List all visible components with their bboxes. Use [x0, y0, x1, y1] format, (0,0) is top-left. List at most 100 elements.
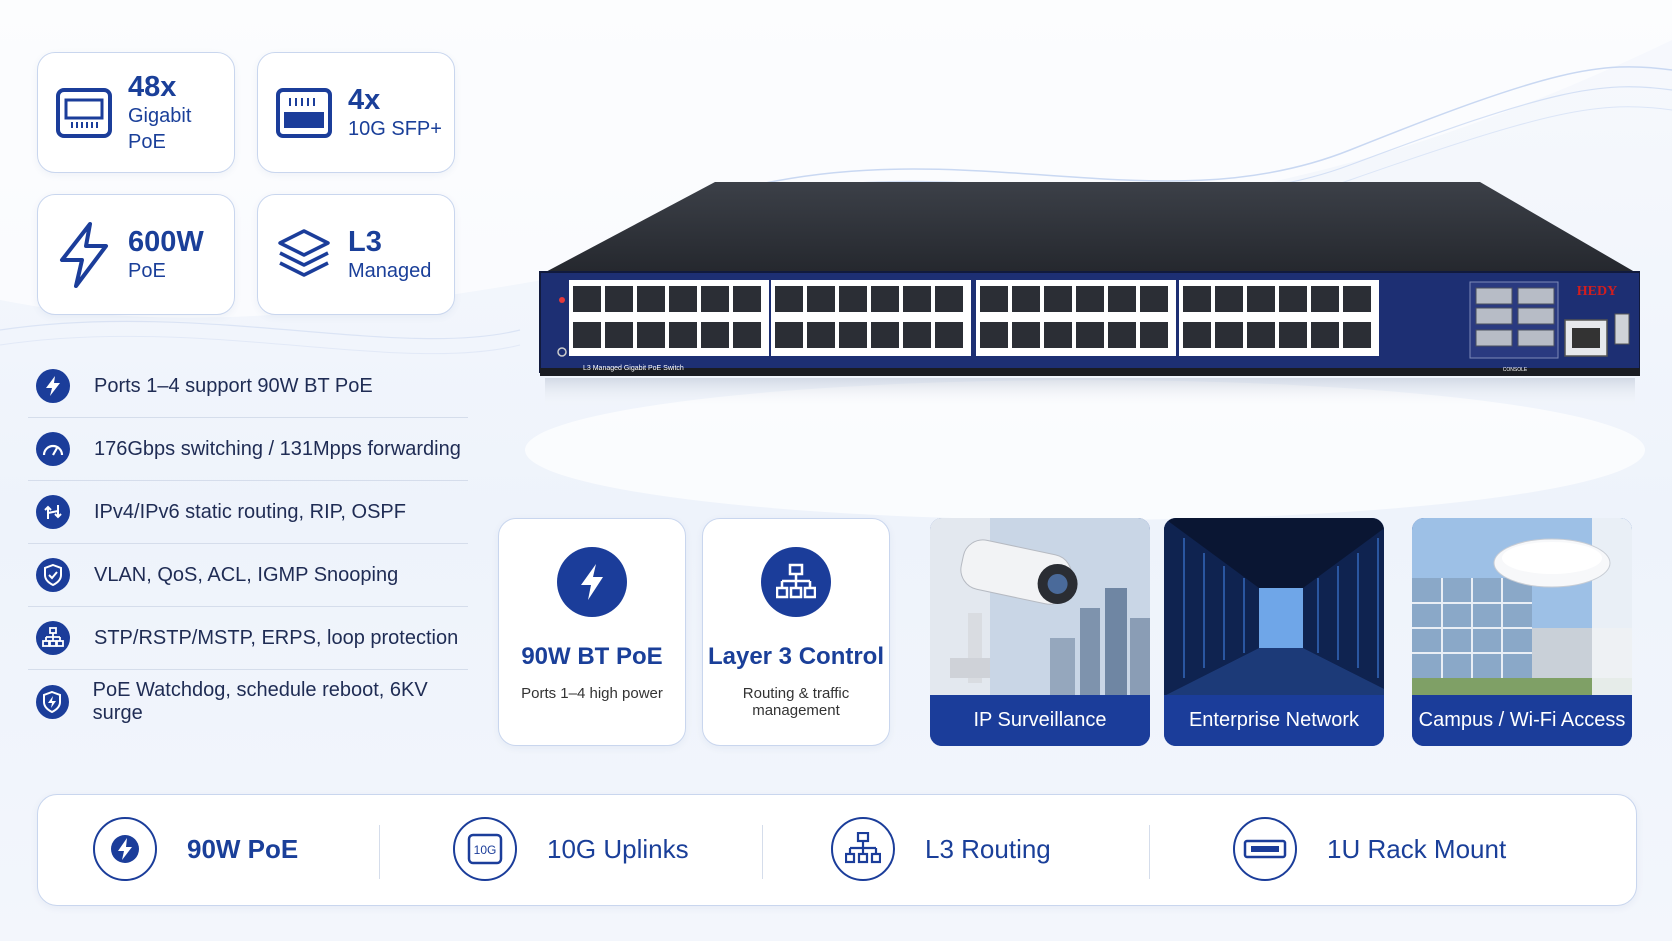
ethernet-port — [775, 286, 803, 312]
ethernet-port — [701, 286, 729, 312]
spec-value: 48x — [128, 70, 177, 103]
ethernet-port — [980, 322, 1008, 348]
lightning-icon — [557, 547, 627, 617]
ethernet-port — [1076, 322, 1104, 348]
feature-label: Ports 1–4 support 90W BT PoE — [94, 374, 373, 397]
ethernet-port — [1012, 286, 1040, 312]
brand-logo: HEDY — [1577, 284, 1617, 299]
spec-label: Gigabit PoE — [128, 104, 192, 153]
spec-label: PoE — [128, 259, 166, 282]
ethernet-port — [1183, 286, 1211, 312]
ethernet-port — [871, 322, 899, 348]
highlight-subtitle: Ports 1–4 high power — [521, 685, 663, 702]
ethernet-port — [573, 286, 601, 312]
feature-label: PoE Watchdog, schedule reboot, 6KV surge — [92, 678, 428, 724]
data-center-photo — [1164, 518, 1384, 696]
highlight-subtitle: Routing & traffic management — [742, 685, 850, 719]
ethernet-port — [733, 286, 761, 312]
ethernet-port — [871, 286, 899, 312]
ethernet-port — [1215, 286, 1243, 312]
ethernet-port — [903, 322, 931, 348]
app-card-surveillance: IP Surveillance — [930, 518, 1150, 746]
ethernet-port — [775, 322, 803, 348]
ethernet-port — [1140, 322, 1168, 348]
bottom-feature-bar: 90W PoE 10G 10G Uplinks L3 Routing 1U Ra… — [37, 794, 1637, 906]
lightning-icon — [36, 369, 70, 403]
ethernet-port — [1076, 286, 1104, 312]
highlight-title: 90W BT PoE — [521, 643, 663, 670]
list-item: STP/RSTP/MSTP, ERPS, loop protection — [28, 607, 468, 670]
ethernet-port — [935, 322, 963, 348]
spec-card-layer: L3 Managed — [257, 194, 455, 315]
shield-bolt-icon — [36, 684, 69, 719]
console-label: CONSOLE — [1503, 367, 1528, 373]
ethernet-port — [637, 286, 665, 312]
spec-card-sfp: 4x 10G SFP+ — [257, 52, 455, 173]
feature-list: Ports 1–4 support 90W BT PoE 176Gbps swi… — [28, 355, 468, 733]
ethernet-port — [1311, 322, 1339, 348]
spec-card-power: 600W PoE — [37, 194, 235, 315]
app-card-campus: Campus / Wi-Fi Access — [1412, 518, 1632, 746]
list-item: VLAN, QoS, ACL, IGMP Snooping — [28, 544, 468, 607]
ethernet-port — [637, 322, 665, 348]
network-tree-icon — [36, 621, 70, 655]
feature-label: IPv4/IPv6 static routing, RIP, OSPF — [94, 500, 406, 523]
campus-access-point-photo — [1412, 518, 1632, 696]
ethernet-port — [807, 286, 835, 312]
ethernet-port — [1108, 286, 1136, 312]
divider — [379, 825, 380, 879]
app-caption: IP Surveillance — [930, 695, 1150, 746]
ethernet-port — [669, 322, 697, 348]
bottom-label: 1U Rack Mount — [1327, 833, 1507, 864]
ethernet-port — [807, 322, 835, 348]
rack-unit-icon — [1233, 817, 1297, 881]
shield-check-icon — [36, 558, 70, 592]
ethernet-port — [1108, 322, 1136, 348]
spec-label: 10G SFP+ — [348, 117, 442, 140]
ethernet-port — [733, 322, 761, 348]
bottom-label: 10G Uplinks — [547, 833, 689, 864]
divider — [762, 825, 763, 879]
ethernet-port — [1044, 322, 1072, 348]
feature-label: STP/RSTP/MSTP, ERPS, loop protection — [94, 626, 459, 649]
speedometer-icon — [36, 432, 70, 466]
bottom-label: 90W PoE — [187, 833, 299, 864]
list-item: 176Gbps switching / 131Mpps forwarding — [28, 418, 468, 481]
ethernet-port — [1183, 322, 1211, 348]
ethernet-port — [573, 322, 601, 348]
model-label: L3 Managed Gigabit PoE Switch — [583, 365, 684, 372]
spec-card-ports: 48x Gigabit PoE — [37, 52, 235, 173]
feature-label: 176Gbps switching / 131Mpps forwarding — [94, 437, 461, 460]
ethernet-port — [1012, 322, 1040, 348]
feature-label: VLAN, QoS, ACL, IGMP Snooping — [94, 563, 399, 586]
routing-arrows-icon — [36, 495, 70, 529]
network-tree-icon — [831, 817, 895, 881]
bottom-label: L3 Routing — [925, 833, 1051, 864]
security-camera-photo — [930, 518, 1150, 696]
ethernet-port — [1343, 322, 1371, 348]
ethernet-port-icon — [56, 87, 112, 138]
app-caption: Campus / Wi-Fi Access — [1412, 695, 1632, 746]
divider — [1149, 825, 1150, 879]
ethernet-port — [839, 286, 867, 312]
highlight-card-poe: 90W BT PoE Ports 1–4 high power — [498, 518, 686, 746]
app-card-enterprise: Enterprise Network — [1164, 518, 1384, 746]
spec-label: Managed — [348, 259, 432, 282]
ethernet-port — [669, 286, 697, 312]
spec-value: 600W — [128, 225, 204, 258]
ethernet-port — [1140, 286, 1168, 312]
ethernet-port — [1247, 322, 1275, 348]
bottom-item-routing: L3 Routing — [831, 817, 1051, 881]
10g-module-icon: 10G — [453, 817, 517, 881]
spec-value: L3 — [348, 225, 382, 258]
highlight-card-l3: Layer 3 Control Routing & traffic manage… — [702, 518, 890, 746]
ethernet-port — [1044, 286, 1072, 312]
ethernet-port — [701, 322, 729, 348]
switch-device: HEDY CONSOLE L3 Managed Gigabit PoE Swit… — [539, 182, 1640, 405]
ethernet-port — [903, 286, 931, 312]
ethernet-port — [935, 286, 963, 312]
highlight-title: Layer 3 Control — [707, 643, 885, 670]
app-caption: Enterprise Network — [1164, 695, 1384, 746]
ethernet-port — [980, 286, 1008, 312]
ethernet-port — [1215, 322, 1243, 348]
